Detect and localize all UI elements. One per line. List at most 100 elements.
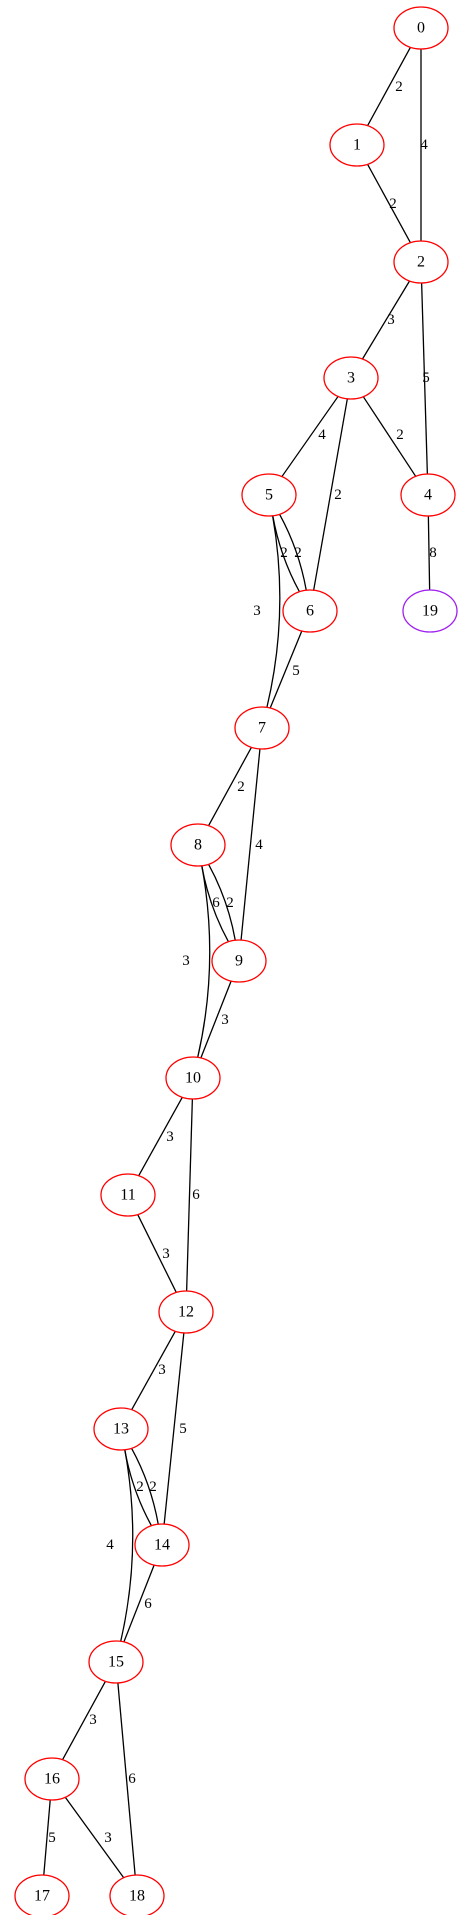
node-13-ellipse <box>93 1407 149 1451</box>
edge-weight-14-15: 6 <box>144 1596 152 1612</box>
edge-weight-1-2: 2 <box>389 196 397 212</box>
edge-5-7 <box>266 515 281 708</box>
node-2-ellipse <box>393 240 449 284</box>
node-0: 0 <box>393 6 449 50</box>
node-13: 13 <box>93 1407 149 1451</box>
edge-weight-7-9: 4 <box>255 837 263 853</box>
node-4-label: 4 <box>424 487 432 504</box>
edge-7-8 <box>207 747 253 826</box>
edge-15-16 <box>62 1681 107 1760</box>
node-7-label: 7 <box>258 720 266 737</box>
edge-16-17 <box>43 1799 51 1876</box>
node-17-label: 17 <box>34 1888 50 1905</box>
edge-weight-15-18: 6 <box>128 1771 136 1787</box>
edge-weight-2-4: 5 <box>422 370 430 386</box>
edge-10-11 <box>138 1096 183 1177</box>
node-17-ellipse <box>14 1874 70 1915</box>
edge-weight-3-5: 4 <box>318 427 326 443</box>
edge-5-6 <box>279 514 307 591</box>
node-15: 15 <box>88 1640 144 1684</box>
node-14-label: 14 <box>154 1537 170 1554</box>
edge-weight-9-10: 3 <box>221 1012 229 1028</box>
node-18-ellipse <box>109 1874 165 1915</box>
edge-0-1 <box>366 47 412 126</box>
edge-2-4 <box>420 282 429 475</box>
edge-11-12 <box>137 1214 177 1293</box>
node-11-ellipse <box>100 1173 156 1217</box>
node-10-label: 10 <box>185 1070 201 1087</box>
edge-weight-12-13: 3 <box>158 1362 166 1378</box>
edge-4-19 <box>427 515 431 591</box>
edge-weight-4-19: 8 <box>429 545 437 561</box>
node-3-label: 3 <box>347 370 355 387</box>
edge-weight-8-10: 3 <box>182 953 190 969</box>
node-15-label: 15 <box>108 1654 124 1671</box>
edge-weight-8-9: 2 <box>226 895 234 911</box>
node-1-ellipse <box>329 123 385 167</box>
edge-16-18 <box>64 1796 125 1879</box>
node-9-label: 9 <box>235 953 243 970</box>
edge-3-5 <box>281 396 339 477</box>
node-6-label: 6 <box>306 603 314 620</box>
node-16: 16 <box>24 1757 80 1801</box>
edge-10-12 <box>185 1098 194 1292</box>
node-5-label: 5 <box>265 487 273 504</box>
edge-12-14 <box>163 1332 185 1525</box>
node-11: 11 <box>100 1173 156 1217</box>
edge-weight-13-14: 2 <box>149 1479 157 1495</box>
edge-weight-5-7: 3 <box>253 603 261 619</box>
edge-12-13 <box>131 1330 176 1411</box>
edge-6-7 <box>269 630 303 709</box>
node-19-ellipse <box>402 589 458 633</box>
node-16-ellipse <box>24 1757 80 1801</box>
edge-9-10 <box>200 980 232 1059</box>
node-6-ellipse <box>282 589 338 633</box>
edge-13-15 <box>120 1449 134 1642</box>
node-4: 4 <box>400 473 456 517</box>
node-19: 19 <box>402 589 458 633</box>
edge-3-4 <box>362 396 417 477</box>
node-12-label: 12 <box>178 1304 194 1321</box>
edge-weight-10-11: 3 <box>166 1129 174 1145</box>
edge-3-6 <box>313 398 348 591</box>
edge-weight-16-17: 5 <box>48 1830 56 1846</box>
node-4-ellipse <box>400 473 456 517</box>
node-9-ellipse <box>211 939 267 983</box>
edge-weight-7-8: 2 <box>237 779 245 795</box>
edge-weight-10-12: 6 <box>192 1187 200 1203</box>
edge-8-10 <box>197 865 211 1058</box>
node-18: 18 <box>109 1874 165 1915</box>
node-5: 5 <box>241 473 297 517</box>
edge-weight-11-12: 3 <box>162 1246 170 1262</box>
node-2: 2 <box>393 240 449 284</box>
node-12-ellipse <box>158 1290 214 1334</box>
node-11-label: 11 <box>120 1187 135 1204</box>
edge-2-3 <box>361 280 411 360</box>
edge-weight-6-7: 5 <box>292 663 300 679</box>
node-15-ellipse <box>88 1640 144 1684</box>
edge-14-15 <box>123 1564 155 1643</box>
node-8: 8 <box>170 823 226 867</box>
edge-weight-16-18: 3 <box>104 1830 112 1846</box>
node-5-ellipse <box>241 473 297 517</box>
edge-weight-3-4: 2 <box>396 427 404 443</box>
node-17: 17 <box>14 1874 70 1915</box>
edge-weight-2-3: 3 <box>387 312 395 328</box>
node-2-label: 2 <box>417 254 425 271</box>
edge-weight-8-9: 6 <box>212 895 220 911</box>
edge-weight-13-14: 2 <box>136 1479 144 1495</box>
edge-weight-5-6: 2 <box>294 545 302 561</box>
node-10-ellipse <box>165 1056 221 1100</box>
edge-7-9 <box>240 748 261 941</box>
node-18-label: 18 <box>129 1888 145 1905</box>
node-6: 6 <box>282 589 338 633</box>
node-10: 10 <box>165 1056 221 1100</box>
node-1: 1 <box>329 123 385 167</box>
node-7: 7 <box>234 706 290 750</box>
node-13-label: 13 <box>113 1421 129 1438</box>
node-8-label: 8 <box>194 837 202 854</box>
node-0-ellipse <box>393 6 449 50</box>
